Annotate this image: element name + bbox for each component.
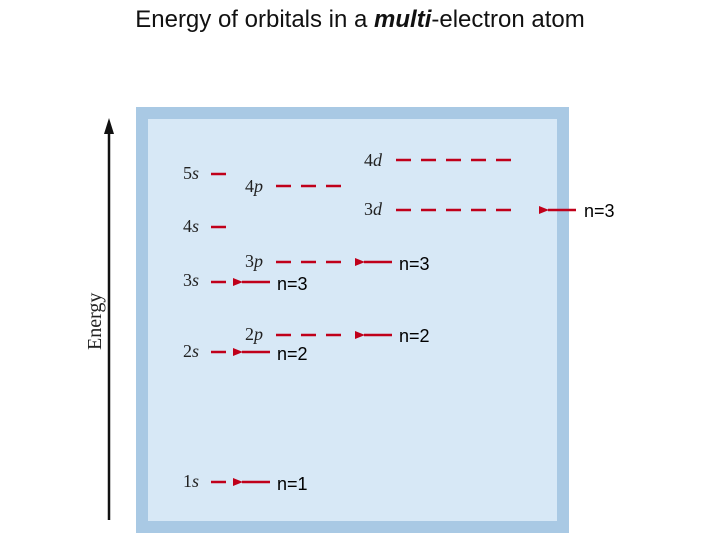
diagram-panel-inner	[148, 119, 557, 521]
title-prefix: Energy of orbitals in a	[135, 6, 375, 33]
orbital-label-1s: 1s	[183, 471, 199, 491]
orbital-label-4d: 4d	[364, 150, 383, 170]
annotation-n3-d: n=3	[584, 201, 615, 221]
energy-axis-label: Energy	[84, 293, 106, 350]
annotation-n2-s: n=2	[277, 344, 308, 364]
energy-axis-arrowhead	[104, 118, 114, 134]
title-emphasis: multi	[374, 6, 432, 33]
energy-levels	[211, 158, 521, 484]
title-suffix: -electron atom	[431, 6, 585, 33]
orbital-label-2p: 2p	[245, 324, 263, 344]
page-title: Energy of orbitals in a multi-electron a…	[0, 6, 720, 34]
orbital-label-4s: 4s	[183, 216, 199, 236]
annotation-n2-p: n=2	[399, 326, 430, 346]
orbital-label-4p: 4p	[245, 176, 263, 196]
annotation-n3-s: n=3	[277, 274, 308, 294]
orbital-label-3s: 3s	[183, 270, 199, 290]
orbital-label-2s: 2s	[183, 341, 199, 361]
orbital-label-3p: 3p	[245, 251, 263, 271]
annotation-n1: n=1	[277, 474, 308, 494]
orbital-label-5s: 5s	[183, 163, 199, 183]
diagram-panel	[136, 107, 569, 533]
annotation-n3-p: n=3	[399, 254, 430, 274]
orbital-label-3d: 3d	[364, 199, 383, 219]
